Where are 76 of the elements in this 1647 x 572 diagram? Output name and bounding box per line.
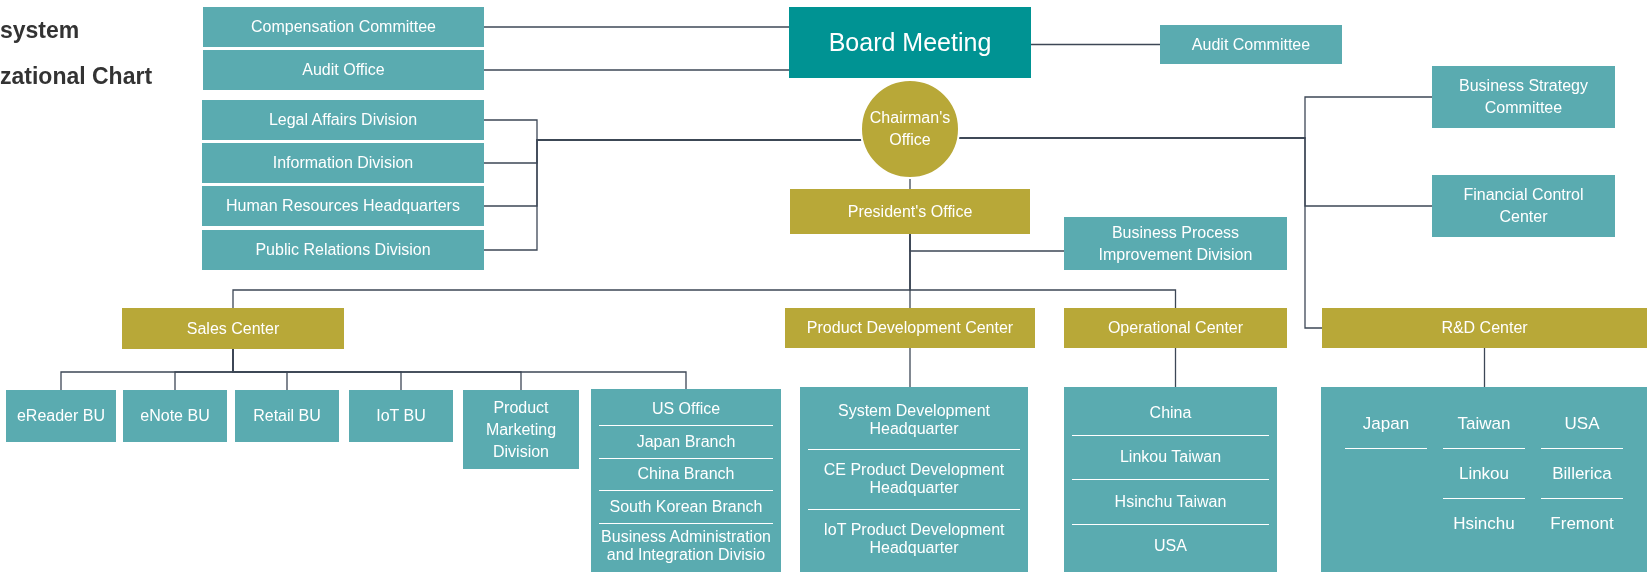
box-label: R&D Center bbox=[1441, 318, 1528, 338]
unit-label: Japan Branch bbox=[599, 425, 773, 459]
org-box bbox=[1064, 217, 1287, 270]
location-label: USA bbox=[1541, 399, 1623, 449]
connector-line bbox=[1030, 43, 1161, 46]
org-box bbox=[1322, 308, 1647, 348]
box-label: Legal Affairs Division bbox=[268, 110, 418, 130]
org-box bbox=[1432, 175, 1615, 237]
org-box bbox=[790, 189, 1030, 234]
box-label: eReader BU bbox=[16, 406, 105, 426]
org-box bbox=[463, 390, 579, 469]
box-label: IoT BU bbox=[376, 406, 426, 426]
location-label: Japan bbox=[1345, 399, 1427, 449]
box-label: Sales Center bbox=[186, 318, 280, 339]
box-label: eNote BU bbox=[140, 406, 210, 426]
org-box bbox=[800, 387, 1028, 572]
org-box bbox=[203, 7, 484, 47]
box-label: Information Division bbox=[272, 153, 414, 173]
connector-line bbox=[1483, 347, 1486, 388]
org-box bbox=[1321, 387, 1647, 572]
connector-line bbox=[483, 26, 790, 28]
location-label: Billerica bbox=[1541, 449, 1623, 499]
org-box bbox=[1160, 25, 1342, 64]
box-label: Operational Center bbox=[1107, 318, 1244, 338]
box-label: Public Relations Division bbox=[255, 240, 431, 260]
location-label: Linkou bbox=[1443, 449, 1525, 499]
location-label: Fremont bbox=[1549, 513, 1615, 536]
org-box bbox=[789, 7, 1031, 78]
org-box bbox=[1064, 308, 1287, 348]
unit-label: CE Product Development Headquarter bbox=[808, 450, 1020, 510]
box-label: Board Meeting bbox=[828, 26, 992, 58]
unit-label: System Development Headquarter bbox=[808, 391, 1020, 451]
org-box bbox=[785, 308, 1035, 348]
box-label: Product Marketing Division bbox=[484, 397, 558, 462]
org-box bbox=[122, 308, 344, 349]
unit-label: USA bbox=[1153, 536, 1188, 557]
unit-label: China bbox=[1072, 391, 1269, 436]
unit-label: Linkou Taiwan bbox=[1072, 435, 1269, 480]
org-box bbox=[1432, 66, 1615, 128]
box-label: Business Process Improvement Division bbox=[1097, 222, 1254, 265]
org-box bbox=[203, 50, 484, 90]
box-label: Product Development Center bbox=[806, 318, 1014, 338]
unit-label: Business Administration and Integration Divisio bbox=[600, 527, 772, 565]
box-label: President's Office bbox=[847, 201, 973, 222]
unit-label: IoT Product Development Headquarter bbox=[822, 519, 1006, 558]
box-label: Financial Control Center bbox=[1462, 185, 1585, 227]
org-box bbox=[202, 230, 484, 270]
org-box bbox=[202, 143, 484, 183]
box-label: Compensation Committee bbox=[251, 17, 436, 37]
unit-label: China Branch bbox=[599, 458, 773, 492]
box-label: Audit Office bbox=[302, 60, 385, 80]
connector-line bbox=[483, 69, 790, 71]
unit-label: Hsinchu Taiwan bbox=[1072, 480, 1269, 525]
box-label: Human Resources Headquarters bbox=[226, 196, 460, 216]
org-box bbox=[6, 390, 116, 442]
unit-label: US Office bbox=[599, 393, 773, 426]
org-box bbox=[591, 389, 781, 572]
title-text: system bbox=[0, 16, 81, 44]
org-box bbox=[235, 390, 339, 442]
org-box bbox=[123, 390, 227, 442]
title-text: zational Chart bbox=[0, 62, 153, 90]
location-label: Hsinchu bbox=[1452, 513, 1516, 536]
box-label: Audit Committee bbox=[1191, 34, 1311, 55]
org-box bbox=[202, 186, 484, 226]
org-box bbox=[349, 390, 453, 442]
box-label: Retail BU bbox=[253, 406, 321, 426]
connector-line bbox=[909, 178, 911, 190]
unit-label: South Korean Branch bbox=[599, 491, 773, 524]
org-box bbox=[202, 100, 484, 140]
connector-line bbox=[1174, 347, 1177, 388]
connector-line bbox=[909, 347, 911, 388]
org-box bbox=[1064, 387, 1277, 572]
box-label: Business Strategy Committee bbox=[1458, 76, 1589, 118]
connector-line bbox=[909, 233, 1177, 309]
location-label: Taiwan bbox=[1443, 399, 1525, 449]
box-label: Chairman's Office bbox=[869, 108, 951, 150]
